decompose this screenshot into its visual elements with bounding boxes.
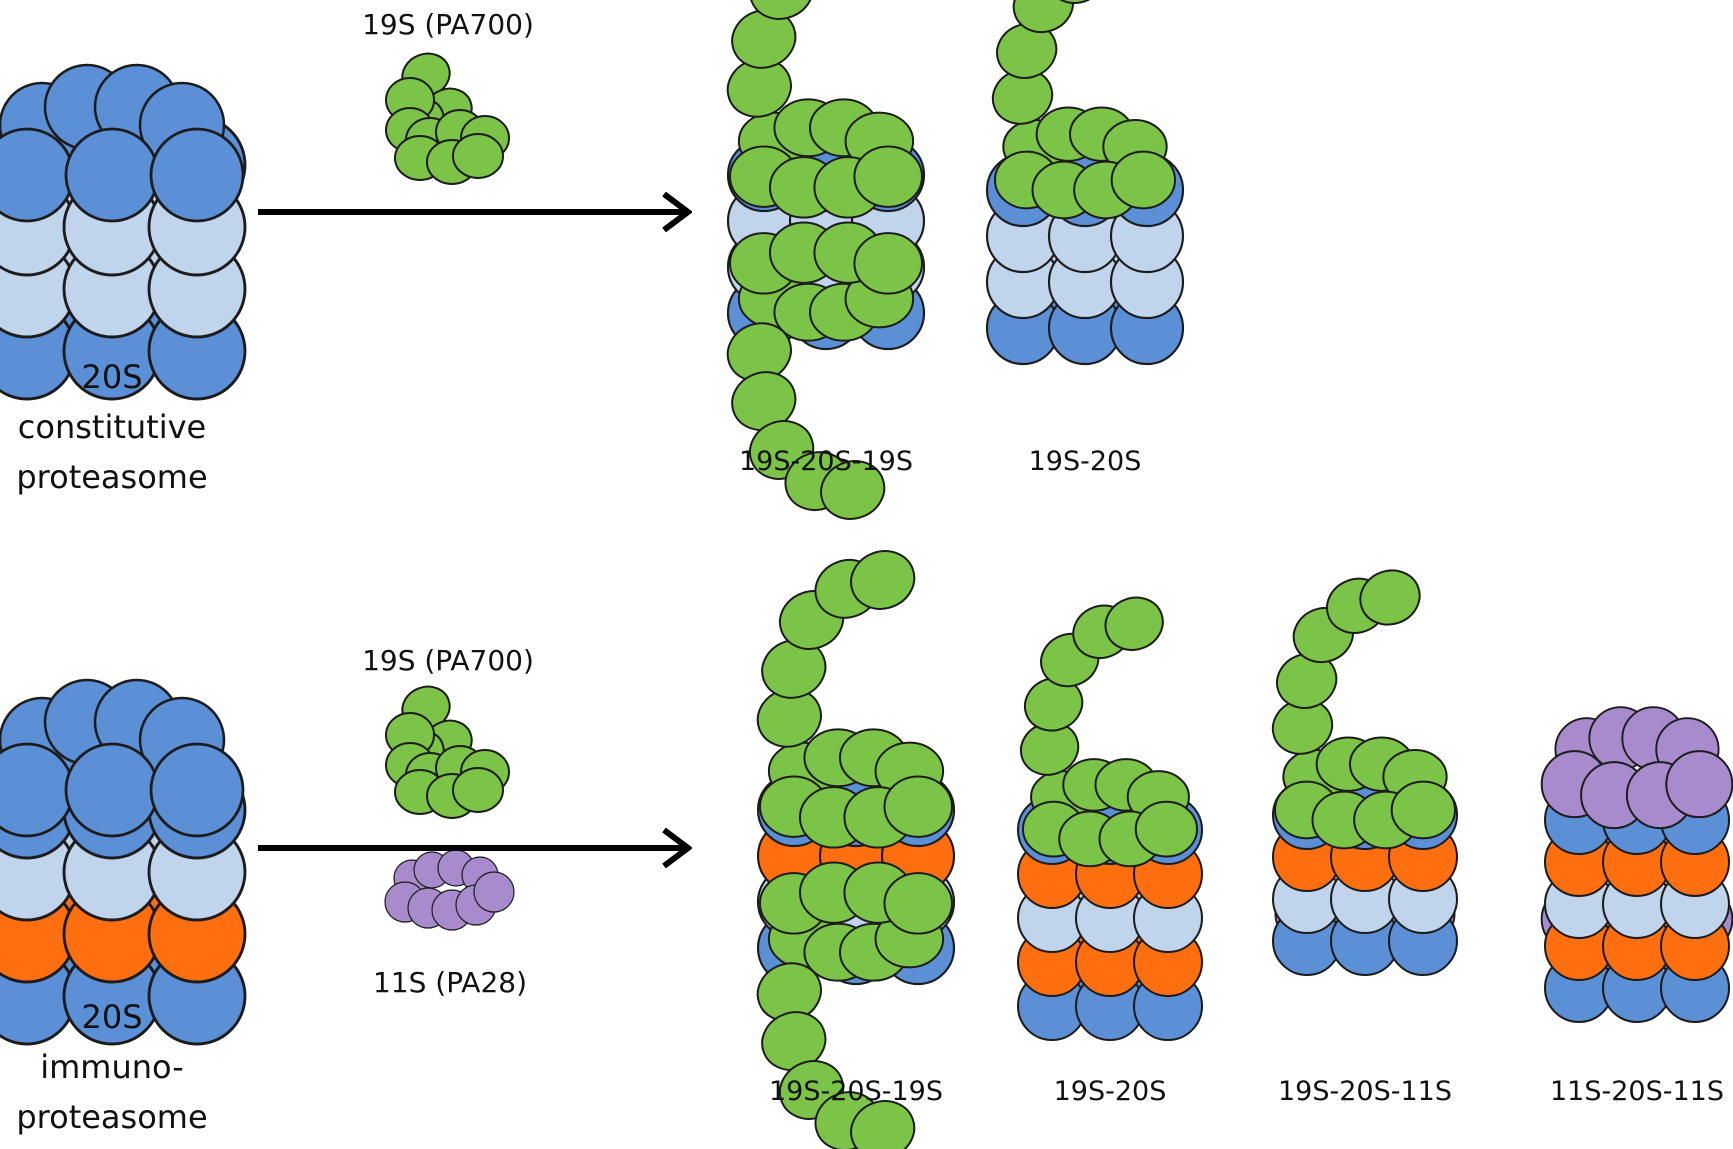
- green-subunit: [996, 22, 1058, 79]
- green-subunit: [850, 550, 916, 610]
- top-product-label-1: 19S-20S-19S: [739, 446, 913, 477]
- green-subunit: [1359, 569, 1421, 626]
- green-subunit: [452, 767, 504, 813]
- green-subunit: [883, 872, 954, 935]
- green-subunit: [883, 775, 954, 838]
- product-19s-20s-19s: [756, 550, 956, 1149]
- 11s-cap-icon: [384, 849, 515, 931]
- green-subunit: [452, 133, 504, 179]
- bottom-cap2-label: 11S (PA28): [373, 966, 527, 999]
- green-subunit: [1046, 0, 1108, 4]
- green-subunit: [1104, 596, 1164, 651]
- green-subunit: [853, 145, 924, 208]
- green-subunit: [731, 9, 797, 69]
- subunit: [149, 742, 245, 838]
- subunit: [64, 127, 160, 223]
- bottom-core-label-line2: immuno-: [40, 1048, 184, 1086]
- product-19s-20s-19s: [726, 0, 926, 520]
- green-subunit: [761, 639, 827, 699]
- green-subunit: [853, 232, 924, 295]
- purple-subunit: [1665, 750, 1733, 819]
- bottom-row: 20S immuno- proteasome 19S (PA700) 11S (…: [0, 550, 1733, 1149]
- purple-subunit: [473, 871, 515, 913]
- green-subunit: [1023, 677, 1084, 732]
- top-row: 20S constitutive proteasome 19S (PA700) …: [0, 0, 1185, 520]
- green-subunit: [820, 460, 886, 520]
- constitutive-20s-core: [0, 63, 247, 401]
- bottom-core-label-line3: proteasome: [16, 1098, 207, 1136]
- green-subunit: [850, 1100, 916, 1149]
- green-subunit: [748, 0, 815, 20]
- top-cap-label: 19S (PA700): [362, 8, 534, 41]
- top-core-label-line2: constitutive: [18, 408, 206, 446]
- product-11s-20s-11s: [1540, 706, 1733, 1024]
- 19s-cap-icon: [385, 685, 510, 819]
- immuno-20s-core: [0, 678, 247, 1046]
- product-19s-20s-11s: [1271, 569, 1459, 977]
- top-core-label-line3: proteasome: [16, 458, 207, 496]
- bottom-product-label-2: 19S-20S: [1054, 1076, 1167, 1107]
- product-19s-20s: [1016, 596, 1204, 1042]
- green-subunit: [1276, 652, 1338, 709]
- bottom-product-label-3: 19S-20S-11S: [1278, 1076, 1452, 1107]
- bottom-cap-label: 19S (PA700): [362, 644, 534, 677]
- top-core-label-line1: 20S: [81, 358, 142, 396]
- 19s-cap-icon: [385, 52, 510, 185]
- top-product-label-2: 19S-20S: [1029, 446, 1142, 477]
- green-subunit: [1110, 150, 1177, 210]
- subunit: [64, 742, 160, 838]
- green-subunit: [1134, 800, 1199, 858]
- green-subunit: [1012, 0, 1074, 34]
- subunit: [149, 127, 245, 223]
- bottom-core-label-line1: 20S: [81, 998, 142, 1036]
- bottom-product-label-4: 11S-20S-11S: [1550, 1076, 1724, 1107]
- green-subunit: [1390, 780, 1457, 840]
- bottom-product-label-1: 19S-20S-19S: [769, 1076, 943, 1107]
- product-19s-20s: [985, 0, 1185, 366]
